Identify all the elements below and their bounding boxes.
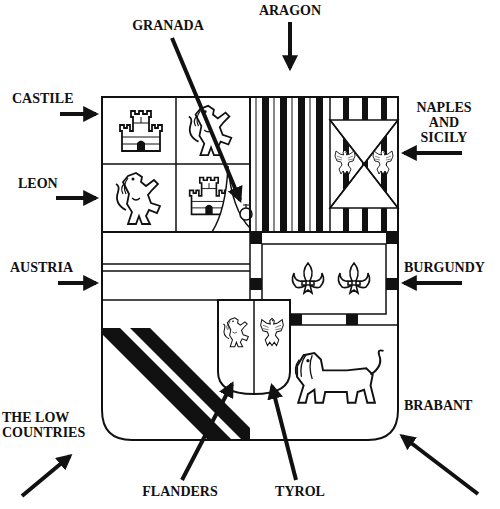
leader-arrow (58, 281, 96, 285)
escutcheon-outline (218, 300, 290, 394)
saltire-flanks (330, 120, 398, 208)
quarter-lines (102, 97, 250, 232)
shield-outline (102, 97, 398, 440)
castile-leon-quarter (102, 97, 250, 232)
leader-arrow (60, 112, 96, 116)
region-label: CASTILE (12, 91, 102, 106)
bordure-compony (386, 278, 398, 290)
division-line (329, 97, 331, 232)
leader-arrow (272, 386, 296, 480)
division-line (253, 300, 255, 394)
division-line (102, 97, 398, 232)
leader-arrow (22, 456, 70, 496)
bordure-compony (346, 314, 358, 325)
saltire-lines (330, 120, 398, 208)
lion-passant (295, 350, 383, 402)
eagle-charge (261, 318, 284, 345)
aragon-pallets (256, 97, 323, 232)
fess-line (102, 264, 250, 271)
bordure-compony (386, 232, 398, 244)
bordure-compony (250, 278, 262, 290)
region-label: LEON (18, 176, 98, 191)
austria-fess (102, 264, 250, 300)
pomegranate-stem (243, 204, 249, 208)
region-label: ARAGON (250, 3, 330, 18)
naples-sicily-part (330, 97, 398, 232)
pallet (262, 97, 269, 232)
region-label: THE LOW COUNTRIES (2, 410, 102, 440)
bordure-compony (290, 314, 302, 325)
bordure-compony (250, 232, 262, 244)
leader-arrow (182, 384, 232, 480)
leader-arrow (172, 38, 240, 200)
eagle-charge (335, 150, 355, 174)
castle-charge (120, 111, 162, 151)
pallet (298, 97, 305, 232)
lion-charge (223, 318, 248, 347)
pallet (316, 97, 323, 232)
region-label: AUSTRIA (10, 260, 100, 275)
region-label: GRANADA (118, 18, 218, 33)
region-label: FLANDERS (130, 484, 230, 499)
fleur-de-lis (292, 263, 323, 293)
pallet (280, 97, 287, 232)
region-label: NAPLES AND SICILY (410, 100, 478, 145)
region-label: TYROL (262, 484, 338, 499)
inescutcheon (218, 300, 290, 394)
lion-charge (116, 173, 160, 224)
leader-arrow (288, 22, 292, 68)
leader-arrow (402, 436, 478, 494)
eagle-charge (373, 150, 393, 174)
leader-arrow (404, 281, 462, 285)
leader-arrows (22, 22, 478, 496)
leader-arrow (404, 151, 462, 155)
fleur-de-lis (338, 263, 369, 293)
leader-arrow (56, 196, 96, 200)
region-label: BRABANT (404, 398, 494, 413)
region-label: BURGUNDY (404, 260, 500, 275)
pallet-line (256, 97, 310, 232)
